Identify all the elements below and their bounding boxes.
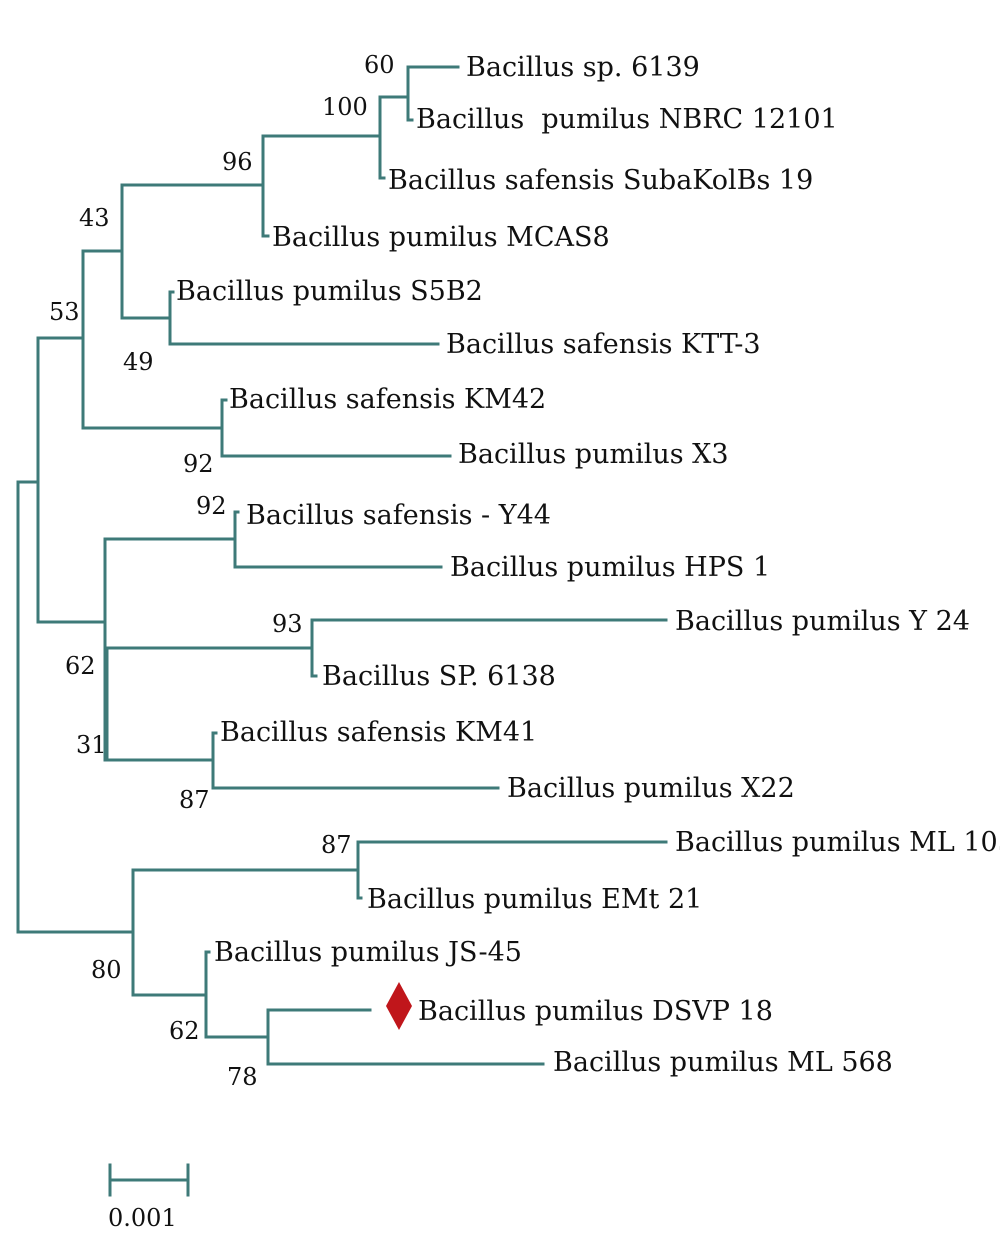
scale-bar-label: 0.001 (108, 1204, 177, 1232)
taxon-label: Bacillus pumilus EMt 21 (367, 884, 702, 915)
taxon-label: Bacillus pumilus X3 (458, 439, 729, 470)
scale-bar: 0.001 (108, 1163, 190, 1232)
bootstrap-value: 96 (222, 148, 253, 176)
taxon-label: Bacillus safensis - Y44 (246, 500, 551, 531)
taxon-label: Bacillus safensis KM41 (220, 717, 537, 748)
taxon-label: Bacillus safensis KTT-3 (446, 329, 761, 360)
taxon-labels: Bacillus sp. 6139 Bacillus pumilus NBRC … (176, 52, 1000, 1078)
taxon-label: Bacillus pumilus HPS 1 (450, 552, 770, 583)
bootstrap-value: 92 (196, 492, 227, 520)
taxon-label: Bacillus pumilus X22 (507, 773, 795, 804)
bootstrap-value: 62 (65, 652, 96, 680)
taxon-label: Bacillus pumilus JS-45 (214, 937, 522, 968)
bootstrap-value: 43 (79, 204, 110, 232)
bootstrap-value: 100 (322, 93, 368, 121)
bootstrap-value: 49 (123, 348, 154, 376)
taxon-label: Bacillus pumilus ML 105 (675, 827, 1000, 858)
taxon-label: Bacillus safensis SubaKolBs 19 (388, 165, 813, 196)
bootstrap-value: 62 (169, 1017, 200, 1045)
bootstrap-value: 60 (364, 51, 395, 79)
taxon-label-highlighted: Bacillus pumilus DSVP 18 (418, 996, 773, 1027)
taxon-label: Bacillus SP. 6138 (322, 661, 556, 692)
taxon-label: Bacillus pumilus NBRC 12101 (416, 104, 838, 135)
highlight-diamond-icon (386, 982, 412, 1030)
taxon-label: Bacillus pumilus ML 568 (553, 1047, 893, 1078)
taxon-label: Bacillus pumilus Y 24 (675, 606, 970, 637)
taxon-label: Bacillus safensis KM42 (229, 384, 546, 415)
bootstrap-values: 60 100 96 43 53 49 92 92 93 62 31 87 87 … (49, 51, 395, 1091)
tree-branches (16, 65, 668, 1066)
bootstrap-value: 87 (179, 786, 210, 814)
bootstrap-value: 87 (321, 831, 352, 859)
taxon-label: Bacillus pumilus MCAS8 (272, 222, 610, 253)
bootstrap-value: 80 (91, 956, 122, 984)
taxon-label: Bacillus pumilus S5B2 (176, 276, 483, 307)
bootstrap-value: 78 (227, 1063, 258, 1091)
bootstrap-value: 92 (183, 450, 214, 478)
bootstrap-value: 31 (76, 731, 107, 759)
bootstrap-value: 53 (49, 298, 80, 326)
bootstrap-value: 93 (272, 610, 303, 638)
taxon-label: Bacillus sp. 6139 (466, 52, 700, 83)
